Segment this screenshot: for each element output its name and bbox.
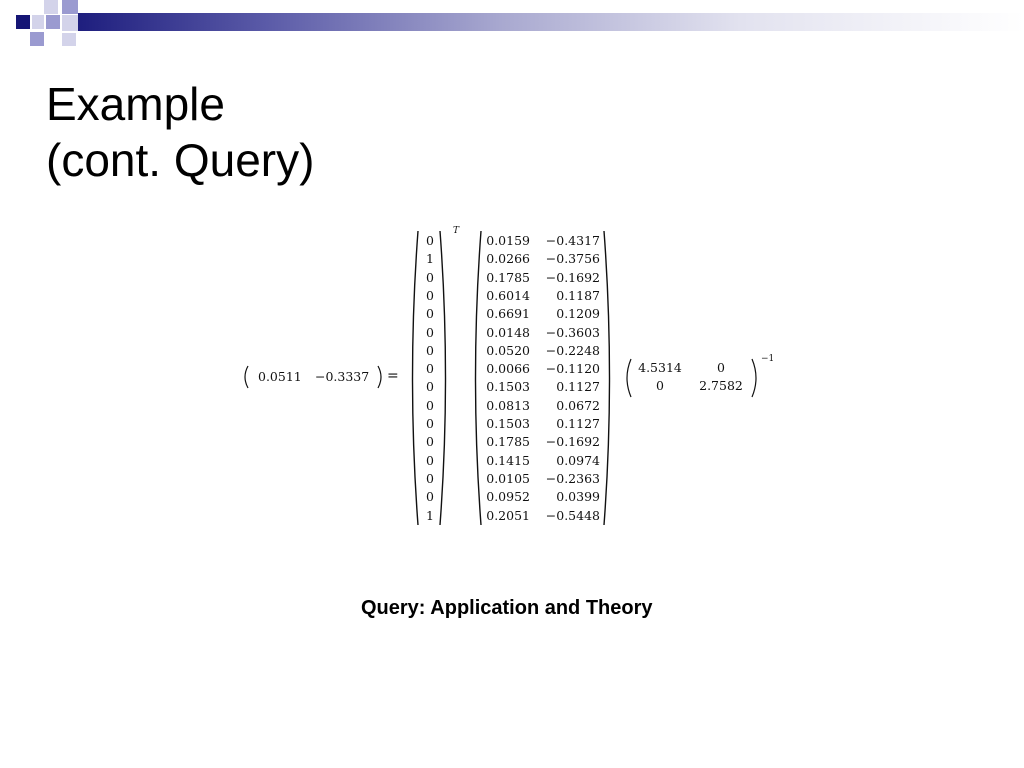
sigma-left-paren	[626, 358, 632, 398]
query-vector-cell: 0	[426, 470, 434, 486]
u-matrix-cell: −0.2363	[545, 470, 600, 486]
sigma-matrix-cell: 0	[717, 360, 725, 375]
query-vector-cell: 0	[426, 416, 434, 431]
vector-left-paren	[411, 230, 419, 526]
title-line-2: (cont. Query)	[46, 134, 315, 186]
u-matrix-cell: −0.1692	[545, 269, 600, 285]
header-decoration	[0, 0, 1024, 48]
result-left-paren	[244, 365, 249, 389]
header-gradient-bar	[78, 13, 1024, 31]
u-matrix-cell: 0.1503	[486, 416, 530, 431]
vector-right-paren	[439, 230, 447, 526]
u-matrix-cell: 0.2051	[486, 507, 530, 523]
u-matrix-left-paren	[474, 230, 482, 526]
u-matrix-cell: 0.1127	[556, 379, 600, 395]
u-matrix-cell: 0.0520	[486, 342, 530, 358]
u-matrix-cell: 0.0266	[486, 251, 530, 267]
u-matrix-cell: 0.0813	[486, 397, 530, 413]
u-matrix-cell: 0.0159	[486, 233, 530, 248]
title-line-1: Example	[46, 78, 225, 130]
header-square	[32, 15, 44, 29]
u-matrix-right-paren	[603, 230, 611, 526]
sigma-matrix-cell: 4.5314	[638, 360, 682, 375]
slide-footer: Query: Application and Theory	[361, 597, 653, 619]
result-value: 0.0511	[258, 369, 302, 384]
header-square	[62, 15, 78, 31]
sigma-matrix-cell: 0	[656, 378, 664, 393]
query-vector-cell: 0	[426, 233, 434, 248]
header-square	[62, 33, 76, 46]
query-vector-cell: 1	[426, 251, 434, 267]
transpose-superscript: T	[453, 226, 460, 236]
query-vector-cell: 0	[426, 361, 434, 377]
header-square	[30, 32, 44, 46]
u-matrix-cell: 0.0952	[486, 489, 530, 505]
u-matrix-cell: 0.0399	[556, 489, 600, 505]
sigma-matrix-cell: 2.7582	[699, 378, 743, 393]
header-square	[16, 15, 30, 29]
u-matrix-cell: −0.2248	[545, 342, 600, 358]
u-matrix-cell: 0.0672	[556, 397, 600, 413]
query-vector-cell: 0	[426, 452, 434, 468]
query-vector-cell: 0	[426, 397, 434, 413]
query-vector-cell: 0	[426, 324, 434, 340]
header-square	[44, 0, 58, 14]
query-vector-cell: 0	[426, 434, 434, 450]
header-square	[62, 0, 78, 14]
query-vector-cell: 0	[426, 287, 434, 303]
u-matrix-cell: 0.1503	[486, 379, 530, 395]
u-matrix-cell: 0.1415	[486, 452, 530, 468]
query-vector-cell: 0	[426, 379, 434, 395]
u-matrix-cell: 0.1209	[556, 306, 600, 322]
u-matrix-cell: 0.0148	[486, 324, 530, 340]
result-value: −0.3337	[315, 369, 370, 384]
query-vector-cell: 0	[426, 306, 434, 322]
equals-sign: =	[387, 368, 399, 384]
u-matrix-cell: 0.6014	[486, 287, 530, 303]
u-matrix-cell: 0.6691	[486, 306, 530, 322]
u-matrix-cell: −0.1120	[545, 361, 600, 377]
u-matrix-cell: 0.1785	[486, 269, 530, 285]
u-matrix-cell: 0.0105	[486, 470, 530, 486]
slide-title: Example (cont. Query)	[46, 76, 314, 188]
sigma-right-paren	[751, 358, 757, 398]
u-matrix-cell: 0.1785	[486, 434, 530, 450]
u-matrix-cell: 0.0066	[486, 361, 530, 377]
inverse-superscript: −1	[761, 354, 775, 364]
u-matrix-cell: −0.1692	[545, 434, 600, 450]
u-matrix-cell: −0.3603	[545, 324, 600, 340]
u-matrix-cell: 0.1127	[556, 416, 600, 431]
u-matrix-cell: −0.5448	[545, 507, 600, 523]
query-vector-cell: 1	[426, 507, 434, 523]
result-right-paren	[377, 365, 382, 389]
query-vector-cell: 0	[426, 342, 434, 358]
u-matrix-cell: −0.3756	[545, 251, 600, 267]
u-matrix-cell: 0.0974	[556, 452, 600, 468]
header-square	[46, 15, 60, 29]
query-vector-cell: 0	[426, 269, 434, 285]
svd-query-equation: 0.0511 −0.3337 = 0 1 0 0 0 0 0 0 0 0 0 0 0 0 0 1 T 0.01…	[240, 226, 800, 530]
query-vector-cell: 0	[426, 489, 434, 505]
u-matrix-cell: −0.4317	[545, 233, 600, 248]
u-matrix-cell: 0.1187	[556, 287, 600, 303]
